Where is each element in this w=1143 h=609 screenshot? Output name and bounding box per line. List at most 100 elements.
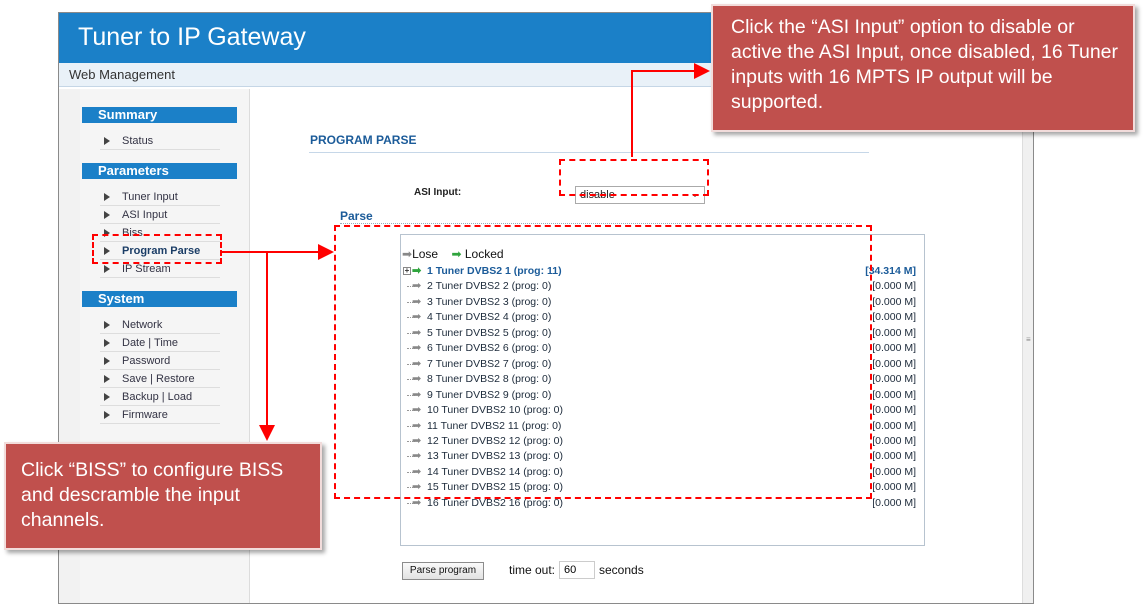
seconds-label: seconds [599, 563, 644, 577]
parse-program-button[interactable]: Parse program [402, 562, 484, 580]
tuner-row[interactable]: ➡16 Tuner DVBS2 16 (prog: 0)[0.000 M] [401, 496, 924, 511]
sidebar-item-label: Biss [122, 227, 143, 239]
parse-tree-panel: ➡Lose ➡ Locked +➡1 Tuner DVBS2 1 (prog: … [400, 234, 925, 546]
tuner-row[interactable]: ➡3 Tuner DVBS2 3 (prog: 0)[0.000 M] [401, 295, 924, 310]
sidebar-item-program-parse[interactable]: Program Parse [100, 243, 220, 260]
tree-branch-line [407, 425, 415, 427]
biss-highlight-box [92, 234, 222, 264]
triangle-right-icon [104, 411, 110, 419]
tree-branch-line [407, 363, 415, 365]
triangle-right-icon [104, 321, 110, 329]
sidebar-item-label: Network [122, 319, 163, 331]
tuner-row[interactable]: ➡15 Tuner DVBS2 15 (prog: 0)[0.000 M] [401, 480, 924, 495]
tuner-label[interactable]: 10 Tuner DVBS2 10 (prog: 0) [427, 404, 563, 417]
tuner-row[interactable]: ➡ 4 Tuner DVBS2 4 (prog: 0) [0.000 M] [401, 310, 924, 325]
tuner-row[interactable]: ➡12 Tuner DVBS2 12 (prog: 0)[0.000 M] [401, 434, 924, 449]
sidebar-item-save-restore[interactable]: Save | Restore [100, 371, 220, 388]
tuner-label[interactable]: 4 Tuner DVBS2 4 (prog: 0) [427, 311, 552, 324]
parse-heading: Parse [340, 209, 373, 223]
sidebar-item-biss[interactable]: Biss [100, 225, 220, 242]
sidebar-item-status[interactable]: Status [100, 133, 220, 150]
grey-arrow-icon: ➡ [412, 465, 422, 478]
sidebar-item-tuner-input[interactable]: Tuner Input [100, 189, 220, 206]
sidebar-section-summary: Summary [82, 107, 237, 123]
green-arrow-icon: ➡ [412, 265, 422, 277]
tuner-label[interactable]: 15 Tuner DVBS2 15 (prog: 0) [427, 481, 563, 494]
sidebar-item-label: Backup | Load [122, 391, 193, 403]
tuner-label[interactable]: 8 Tuner DVBS2 8 (prog: 0) [427, 373, 552, 386]
tuner-label[interactable]: 6 Tuner DVBS2 6 (prog: 0) [427, 342, 552, 355]
triangle-right-icon [104, 229, 110, 237]
sidebar-item-backup-load[interactable]: Backup | Load [100, 389, 220, 406]
tree-branch-line [407, 456, 415, 458]
tuner-label[interactable]: 3 Tuner DVBS2 3 (prog: 0) [427, 295, 552, 308]
scroll-grip-icon: ≡ [1026, 335, 1031, 344]
tuner-label[interactable]: 14 Tuner DVBS2 14 (prog: 0) [427, 465, 563, 478]
grey-arrow-icon: ➡ [412, 295, 422, 308]
tuner-row[interactable]: ➡13 Tuner DVBS2 13 (prog: 0)[0.000 M] [401, 449, 924, 464]
sidebar-item-network[interactable]: Network [100, 317, 220, 334]
tree-branch-line [407, 379, 415, 381]
tuner-bitrate: [0.000 M] [872, 311, 916, 324]
tuner-row[interactable]: ➡10 Tuner DVBS2 10 (prog: 0)[0.000 M] [401, 403, 924, 418]
legend-lose-label: Lose [412, 247, 439, 261]
tuner-bitrate: [0.000 M] [872, 357, 916, 370]
tuner-bitrate: [0.000 M] [872, 388, 916, 401]
tuner-label[interactable]: 5 Tuner DVBS2 5 (prog: 0) [427, 326, 552, 339]
grey-arrow-icon: ➡ [412, 311, 422, 324]
timeout-input[interactable] [559, 561, 595, 579]
triangle-right-icon [104, 193, 110, 201]
tuner-row[interactable]: +➡ 1 Tuner DVBS2 1 (prog: 11) [34.314 M] [401, 264, 924, 279]
tuner-row[interactable]: ➡6 Tuner DVBS2 6 (prog: 0)[0.000 M] [401, 341, 924, 356]
tuner-row[interactable]: ➡8 Tuner DVBS2 8 (prog: 0)[0.000 M] [401, 372, 924, 387]
sidebar-item-label: ASI Input [122, 209, 168, 221]
plus-box-icon[interactable]: + [403, 266, 411, 275]
app-title: Tuner to IP Gateway [78, 23, 306, 51]
tuner-row[interactable]: ➡5 Tuner DVBS2 5 (prog: 0)[0.000 M] [401, 326, 924, 341]
tuner-bitrate: [34.314 M] [865, 265, 916, 277]
tuner-row[interactable]: ➡7 Tuner DVBS2 7 (prog: 0)[0.000 M] [401, 357, 924, 372]
sidebar-section-parameters: Parameters [82, 163, 237, 179]
sidebar-item-ip-stream[interactable]: IP Stream [100, 261, 220, 278]
legend-locked-label: Locked [464, 247, 504, 261]
tuner-bitrate: [0.000 M] [872, 419, 916, 432]
asi-input-label: ASI Input: [414, 187, 462, 198]
sidebar-item-asi-input[interactable]: ASI Input [100, 207, 220, 224]
sidebar-item-label: Save | Restore [122, 373, 195, 385]
grey-arrow-icon: ➡ [412, 450, 422, 463]
tuner-label[interactable]: 9 Tuner DVBS2 9 (prog: 0) [427, 388, 552, 401]
triangle-right-icon [104, 247, 110, 255]
tuner-row[interactable]: ➡2 Tuner DVBS2 2 (prog: 0)[0.000 M] [401, 279, 924, 294]
sidebar-item-firmware[interactable]: Firmware [100, 407, 220, 424]
sidebar-item-label: IP Stream [122, 263, 171, 275]
tuner-bitrate: [0.000 M] [872, 434, 916, 447]
grey-arrow-icon: ➡ [412, 342, 422, 355]
triangle-right-icon [104, 211, 110, 219]
tuner-label[interactable]: 16 Tuner DVBS2 16 (prog: 0) [427, 496, 563, 509]
tree-branch-line [407, 440, 415, 442]
tuner-row[interactable]: ➡ 9 Tuner DVBS2 9 (prog: 0) [0.000 M] [401, 388, 924, 403]
vertical-scrollbar[interactable]: ≡ [1022, 89, 1033, 603]
tuner-label[interactable]: 13 Tuner DVBS2 13 (prog: 0) [427, 450, 563, 463]
tuner-label[interactable]: 12 Tuner DVBS2 12 (prog: 0) [427, 434, 563, 447]
tuner-label[interactable]: 2 Tuner DVBS2 2 (prog: 0) [427, 280, 552, 293]
grey-arrow-icon: ➡ [412, 388, 422, 401]
tuner-label[interactable]: 11 Tuner DVBS2 11 (prog: 0) [427, 419, 562, 432]
tuner-bitrate: [0.000 M] [872, 373, 916, 386]
triangle-right-icon [104, 265, 110, 273]
sidebar-item-label: Password [122, 355, 171, 367]
tuner-row[interactable]: ➡11 Tuner DVBS2 11 (prog: 0)[0.000 M] [401, 419, 924, 434]
tree-branch-line [407, 410, 415, 412]
tuner-label[interactable]: 1 Tuner DVBS2 1 (prog: 11) [427, 265, 562, 277]
tree-branch-line [407, 301, 415, 303]
grey-arrow-icon: ➡ [412, 280, 422, 293]
page-title: PROGRAM PARSE [310, 133, 417, 147]
tuner-row[interactable]: ➡14 Tuner DVBS2 14 (prog: 0)[0.000 M] [401, 465, 924, 480]
sidebar-item-password[interactable]: Password [100, 353, 220, 370]
grey-arrow-icon: ➡ [402, 247, 413, 261]
tuner-label[interactable]: 7 Tuner DVBS2 7 (prog: 0) [427, 357, 552, 370]
green-arrow-icon: ➡ [451, 247, 462, 261]
sidebar-item-date-time[interactable]: Date | Time [100, 335, 220, 352]
tree-highlight-box [334, 225, 872, 499]
tree-branch-line [407, 502, 415, 504]
